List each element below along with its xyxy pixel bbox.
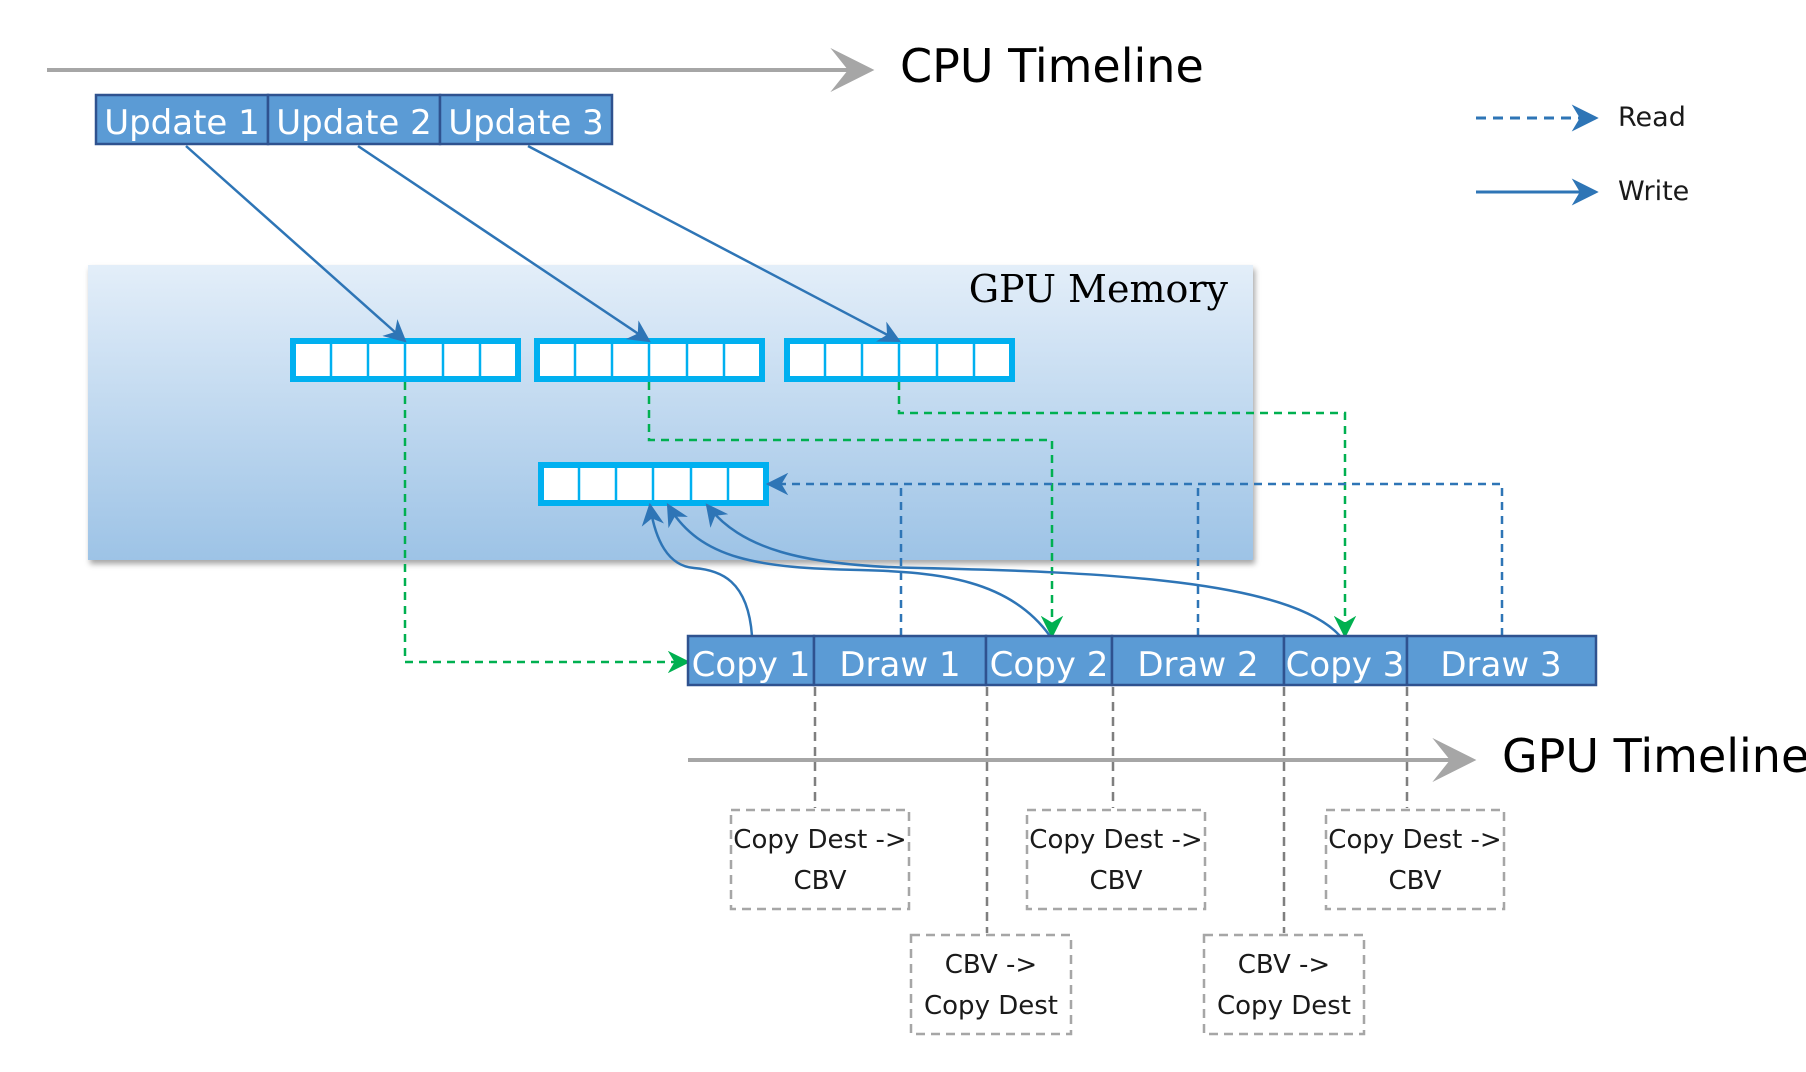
draw-1-label: Draw 1: [839, 645, 960, 685]
read-arrows: [765, 472, 1504, 636]
legend-read-label: Read: [1618, 102, 1686, 133]
svg-text:CBV ->: CBV ->: [945, 950, 1037, 980]
transition-boxes: Copy Dest -> CBV Copy Dest -> CBV Copy D…: [729, 808, 1506, 1036]
upload-buffer-1: [290, 338, 521, 382]
transition-copydest-to-cbv-1: Copy Dest -> CBV: [729, 808, 911, 911]
cpu-timeline-label: CPU Timeline: [900, 39, 1204, 93]
gpu-timeline-label: GPU Timeline: [1502, 729, 1806, 783]
svg-text:Copy Dest ->: Copy Dest ->: [733, 825, 906, 855]
transition-copydest-to-cbv-3: Copy Dest -> CBV: [1324, 808, 1506, 911]
svg-text:Copy Dest: Copy Dest: [924, 991, 1058, 1021]
copy-3-block: [1282, 634, 1409, 687]
write-arrows: [185, 144, 901, 343]
svg-text:CBV: CBV: [1389, 866, 1442, 896]
copy-arrow-2: [647, 382, 1064, 639]
draw-2-label: Draw 2: [1137, 645, 1258, 685]
svg-text:CBV: CBV: [794, 866, 847, 896]
copy-2-label: Copy 2: [990, 645, 1109, 685]
copy-arrow-3: [897, 382, 1357, 639]
copy-write-arrows: [641, 502, 1341, 637]
copy-1-label: Copy 1: [692, 645, 811, 685]
draw-3-block: [1405, 634, 1598, 687]
cpu-timeline: CPU Timeline: [47, 39, 1204, 93]
copy-1-block: [686, 634, 816, 687]
svg-text:CBV: CBV: [1090, 866, 1143, 896]
update-2-label: Update 2: [276, 103, 432, 143]
update-3-block: [438, 93, 614, 146]
constant-buffer: [538, 462, 769, 506]
copy-source-arrows: [403, 382, 1357, 674]
transition-cbv-to-copydest-2: CBV -> Copy Dest: [1202, 933, 1366, 1036]
copy-arrow-1: [403, 382, 691, 674]
svg-text:Copy Dest: Copy Dest: [1217, 991, 1351, 1021]
gpu-memory-label: GPU Memory: [969, 267, 1229, 311]
copy-2-block: [984, 634, 1114, 687]
legend-write-label: Write: [1618, 176, 1689, 207]
cpu-blocks: Update 1 Update 2 Update 3: [94, 93, 614, 146]
copy-3-label: Copy 3: [1286, 645, 1405, 685]
copy-2-write-arrow: [666, 503, 1052, 637]
svg-text:Copy Dest ->: Copy Dest ->: [1029, 825, 1202, 855]
draw-3-label: Draw 3: [1440, 645, 1561, 685]
gpu-blocks: Copy 1 Draw 1 Copy 2 Draw 2 Copy 3 Draw …: [686, 634, 1598, 687]
update-3-label: Update 3: [448, 103, 604, 143]
transition-cbv-to-copydest-1: CBV -> Copy Dest: [909, 933, 1073, 1036]
update-1-label: Update 1: [104, 103, 260, 143]
copy-1-write-arrow: [641, 502, 754, 637]
transition-connectors: [813, 687, 1409, 933]
transition-copydest-to-cbv-2: Copy Dest -> CBV: [1025, 808, 1207, 911]
legend: Read Write: [1476, 102, 1689, 207]
upload-buffer-2: [534, 338, 765, 382]
write-arrow-update-2: [357, 144, 651, 343]
copy-3-write-arrow: [705, 503, 1341, 637]
write-arrow-update-3: [527, 144, 901, 343]
draw-2-block: [1110, 634, 1286, 687]
upload-buffer-3: [784, 338, 1015, 382]
draw-1-block: [812, 634, 988, 687]
svg-text:Copy Dest ->: Copy Dest ->: [1328, 825, 1501, 855]
gpu-timeline: GPU Timeline: [688, 729, 1806, 783]
update-2-block: [266, 93, 442, 146]
write-arrow-update-1: [185, 145, 407, 343]
svg-text:CBV ->: CBV ->: [1238, 950, 1330, 980]
